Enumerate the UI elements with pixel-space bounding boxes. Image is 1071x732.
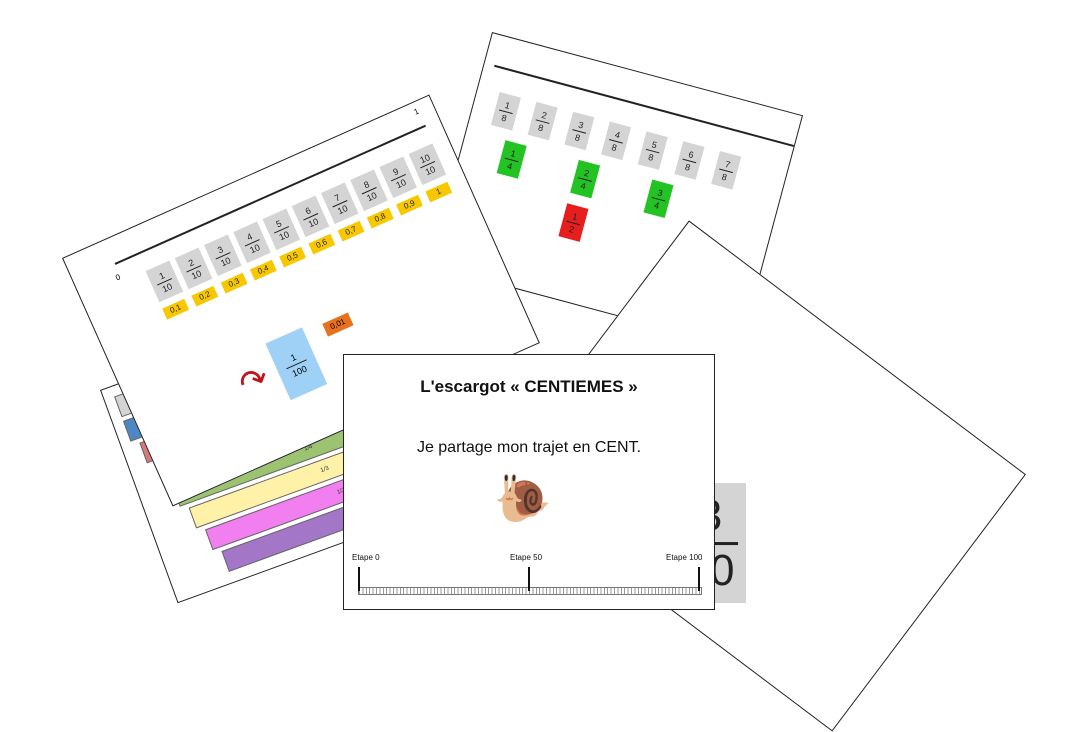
hundredths-card: L'escargot « CENTIEMES » Je partage mon … [343,354,715,610]
step-0-label: Etape 0 [352,553,380,562]
tenth-decimal-tile: 1 [425,181,453,203]
tenth-decimal-tile: 0,1 [162,298,190,320]
hundredth-decimal: 0,01 [322,312,354,337]
hundredth-tile: 1 100 [265,327,328,401]
hundredths-track [358,587,702,595]
card-title: L'escargot « CENTIEMES » [420,377,638,396]
tenth-decimal-tile: 0,4 [249,259,277,281]
step-50-label: Etape 50 [510,553,543,562]
tenth-decimal-tile: 0,8 [366,207,394,229]
tenth-decimal-tile: 0,3 [220,272,248,294]
axis-end-label: 1 [412,106,421,117]
arrow-step-50 [528,567,530,591]
tenth-decimal-tile: 0,6 [308,233,336,255]
card-subtitle: Je partage mon trajet en CENT. [416,439,642,456]
axis-start-label: 0 [114,272,122,283]
tenth-decimal-tile: 0,9 [396,194,423,216]
step-100-label: Etape 100 [666,553,703,562]
tenth-decimal-tile: 0,5 [279,246,306,268]
red-arrow-icon: ↷ [233,358,275,405]
snail-icon: 🐌 [494,472,552,524]
arrow-step-0 [358,567,360,591]
tenth-decimal-tile: 0,7 [337,220,365,242]
arrow-step-100 [698,567,700,591]
tenth-decimal-tile: 0,2 [191,285,219,307]
